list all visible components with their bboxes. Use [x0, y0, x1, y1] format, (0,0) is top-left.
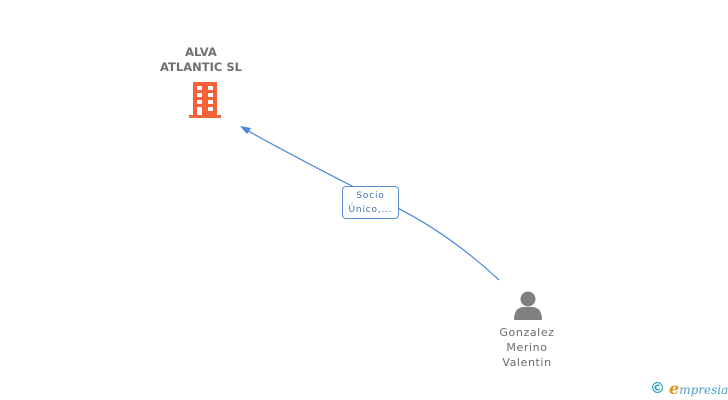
edge-label-line2: Único,... — [348, 205, 393, 215]
company-name-line1: ALVA — [185, 45, 217, 59]
copyright-icon: © — [650, 378, 665, 397]
edge-label-box[interactable]: Socio Único,... — [342, 186, 399, 219]
edge-label-line1: Socio — [356, 191, 385, 201]
building-icon[interactable] — [189, 82, 221, 118]
empresia-brand[interactable]: © empresia — [650, 378, 728, 398]
brand-rest: mpresia — [679, 382, 728, 397]
brand-name: empresia — [669, 379, 728, 398]
person-name-line2: Merino — [506, 341, 548, 354]
company-name-line2: ATLANTIC SL — [160, 60, 242, 74]
person-name-line3: Valentin — [502, 356, 552, 369]
brand-initial: e — [669, 378, 680, 398]
person-name-line1: Gonzalez — [499, 326, 555, 339]
company-node-label[interactable]: ALVA ATLANTIC SL — [140, 45, 262, 75]
person-icon[interactable] — [513, 290, 543, 320]
person-node-label[interactable]: Gonzalez Merino Valentin — [478, 325, 576, 370]
arrowhead-icon — [240, 126, 251, 134]
